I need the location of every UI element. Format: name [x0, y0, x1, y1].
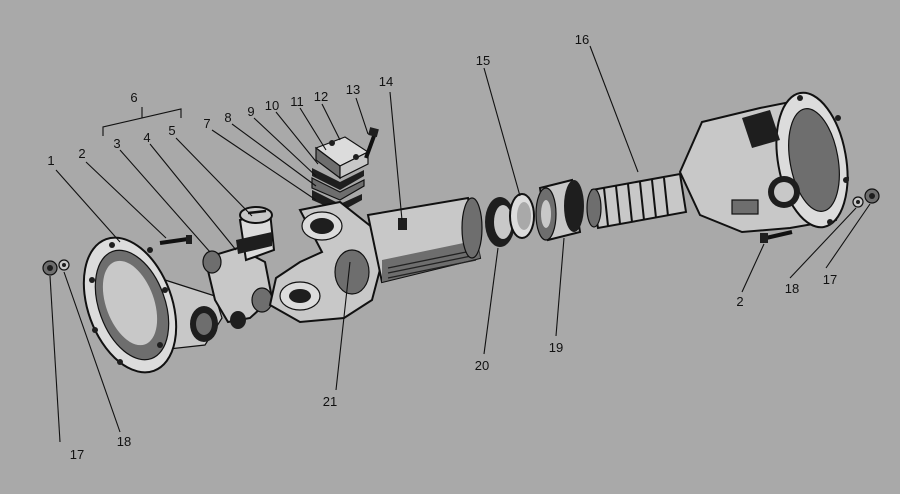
callout-2-right: 2: [736, 294, 743, 309]
right-nut: [864, 188, 880, 204]
callout-14: 14: [379, 74, 393, 89]
callout-8: 8: [224, 110, 231, 125]
callout-6: 6: [130, 90, 137, 105]
callout-16: 16: [575, 32, 589, 47]
callout-numbers: 1 2 3 4 5 6 7 8 9 10 11 12 13 14 15 16 1…: [47, 32, 837, 462]
callout-4: 4: [143, 130, 150, 145]
right-washer: [852, 196, 864, 208]
main-cylinder-body: [366, 196, 483, 284]
thin-washer-ring: [509, 193, 535, 239]
callout-17-left: 17: [70, 447, 84, 462]
callout-13: 13: [346, 82, 360, 97]
callout-19: 19: [549, 340, 563, 355]
right-bolt: [760, 230, 793, 243]
callout-5: 5: [168, 123, 175, 138]
left-washer: [58, 259, 70, 271]
callout-10: 10: [265, 98, 279, 113]
callout-7: 7: [203, 116, 210, 131]
callout-15: 15: [476, 53, 490, 68]
bearing-cap-stack: [311, 136, 370, 212]
callout-20: 20: [475, 358, 489, 373]
callout-17-right: 17: [823, 272, 837, 287]
stud-bolt: [364, 127, 379, 159]
callout-18-left: 18: [117, 434, 131, 449]
right-flange-housing: [678, 91, 850, 234]
central-yoke-housing: [268, 200, 384, 324]
plug-cap: [236, 206, 276, 262]
callout-21: 21: [323, 394, 337, 409]
callout-9: 9: [247, 104, 254, 119]
callout-1: 1: [47, 153, 54, 168]
left-bolt: [159, 235, 192, 245]
callout-12: 12: [314, 89, 328, 104]
leader-lines: [49, 45, 871, 443]
left-flange-housing: [82, 236, 223, 374]
roller-bearing: [535, 178, 584, 242]
oil-seal: [485, 197, 515, 247]
splined-shaft: [586, 172, 688, 230]
callout-2-left: 2: [78, 146, 85, 161]
callout-11: 11: [290, 94, 304, 109]
left-nut: [42, 260, 58, 276]
callout-3: 3: [113, 136, 120, 151]
callout-18-right: 18: [785, 281, 799, 296]
